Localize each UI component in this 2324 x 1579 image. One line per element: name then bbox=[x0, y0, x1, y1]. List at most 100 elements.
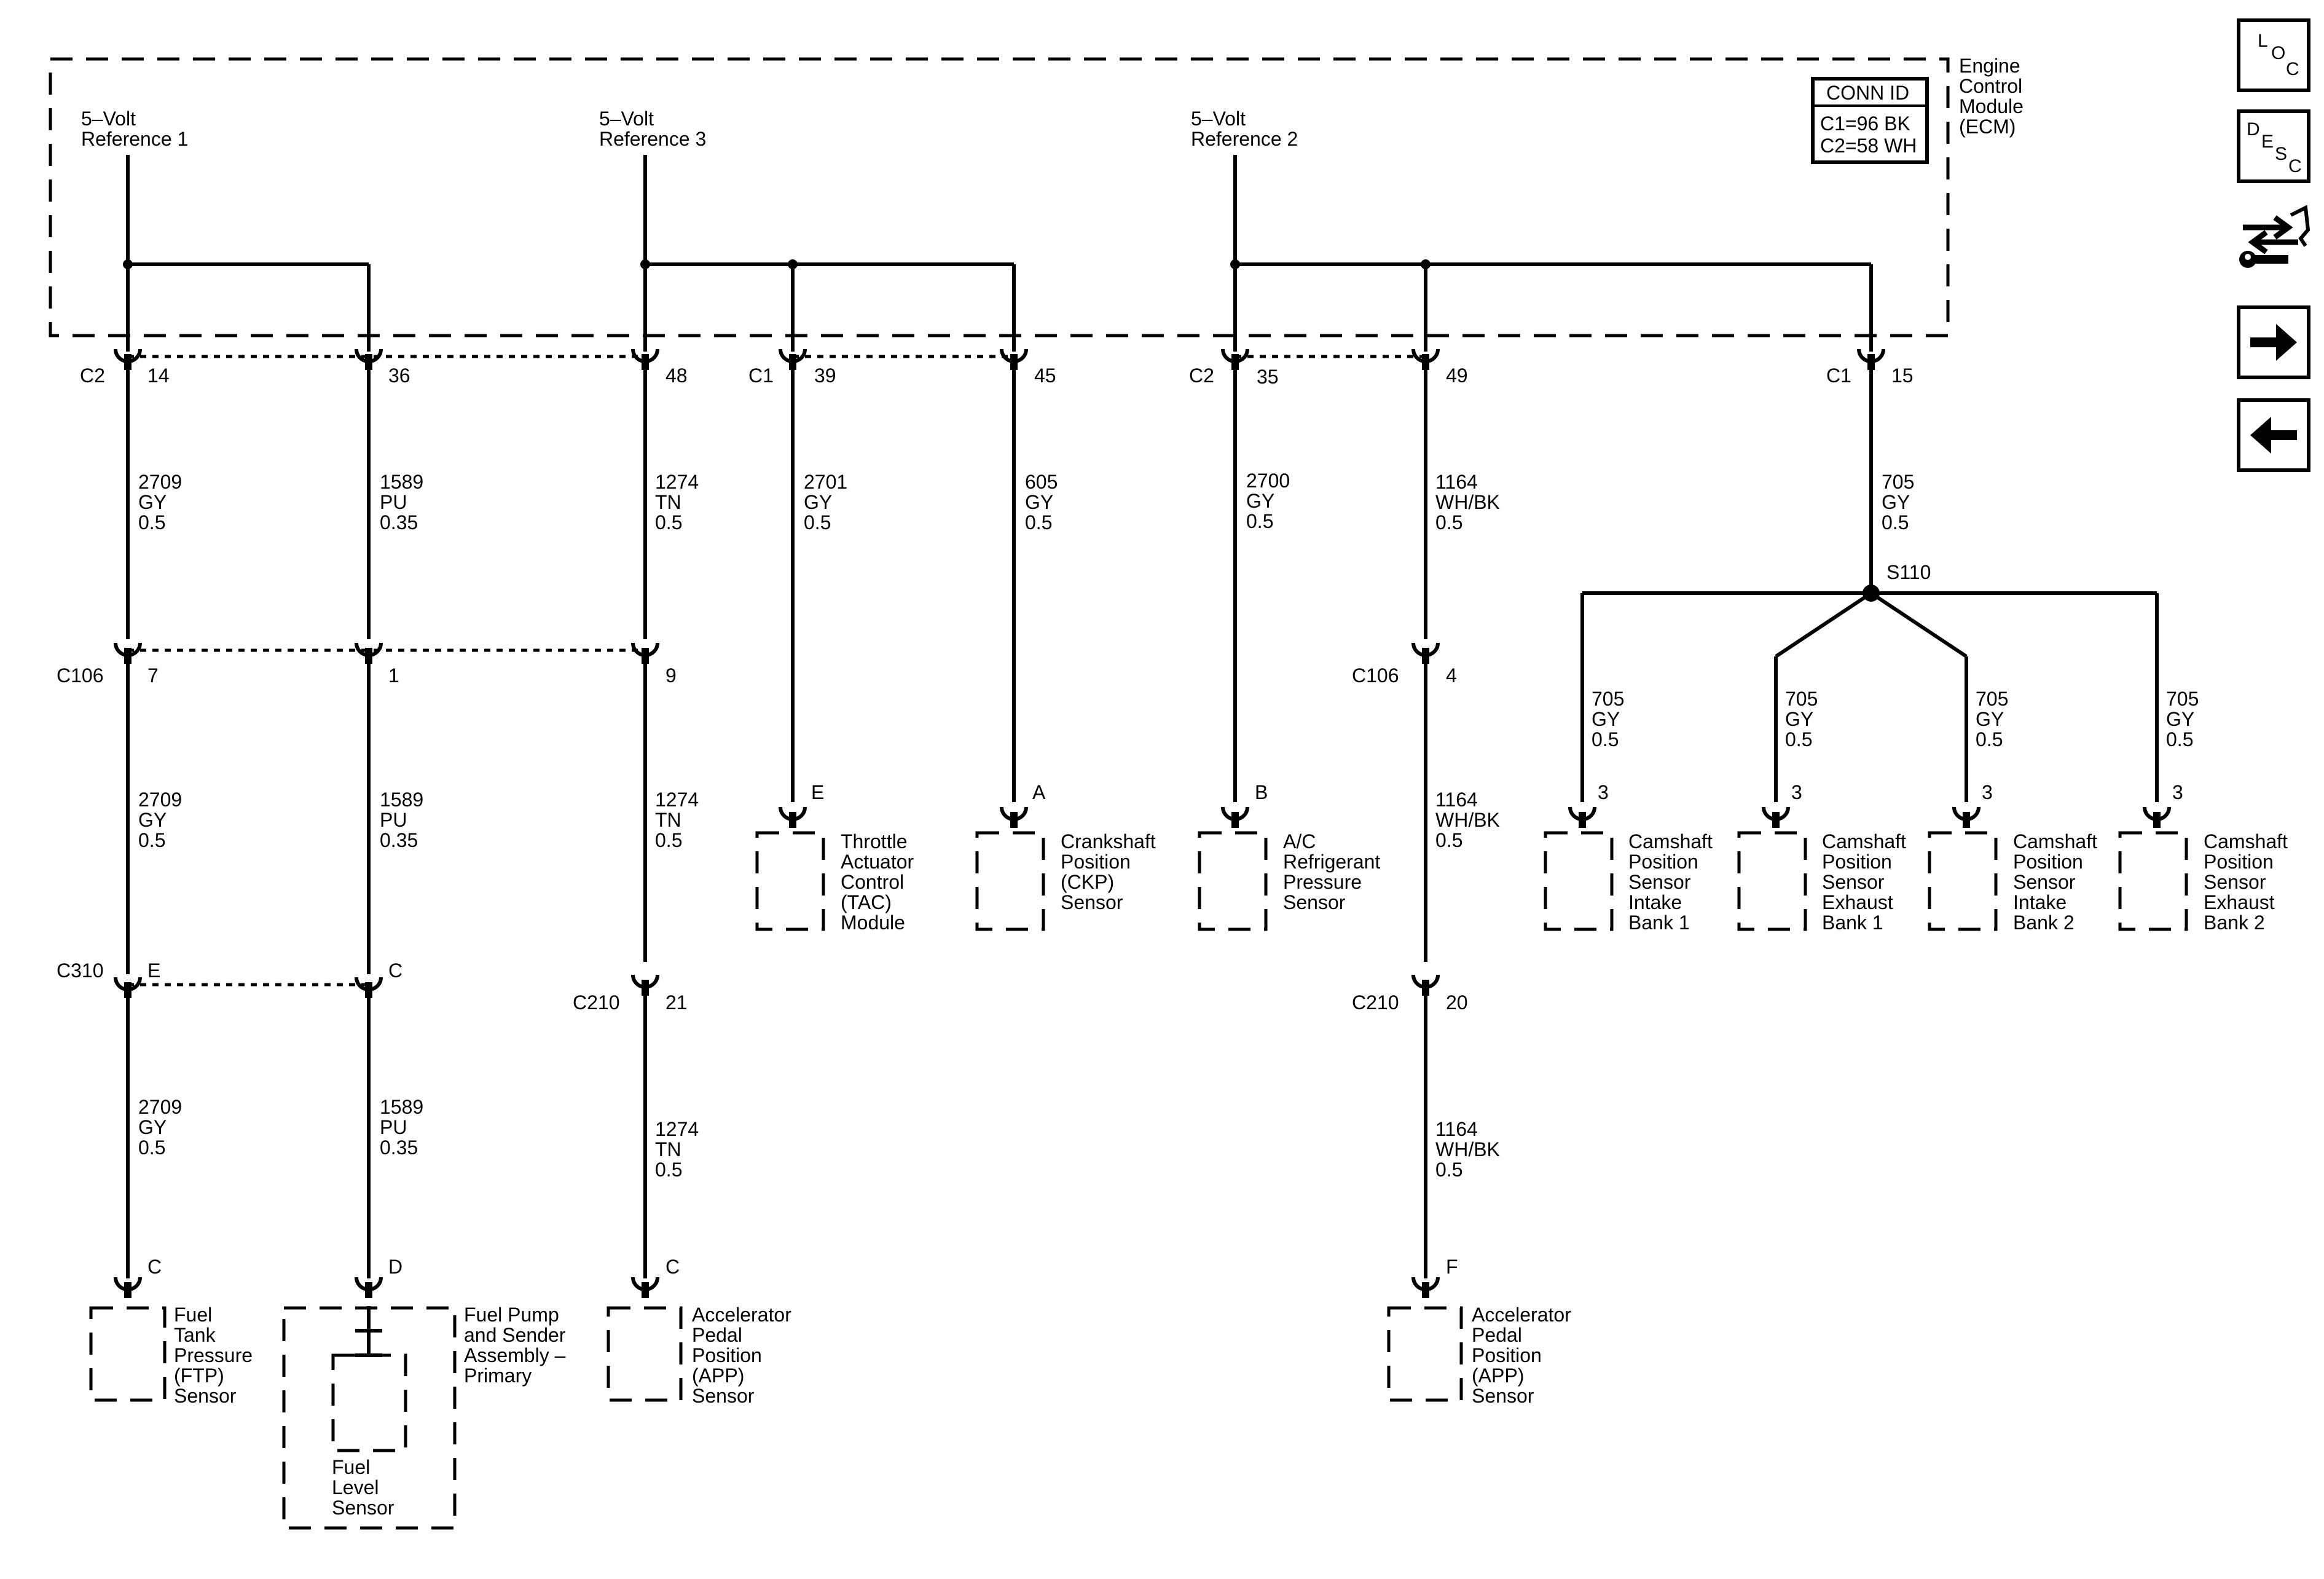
svg-text:3: 3 bbox=[2172, 781, 2183, 803]
splice-s110 bbox=[1863, 585, 1880, 602]
svg-text:0.5: 0.5 bbox=[1882, 511, 1909, 534]
svg-text:0.5: 0.5 bbox=[1435, 829, 1462, 851]
ecm-internal-wiring bbox=[123, 155, 1873, 352]
connector-c2-left: C2 bbox=[80, 364, 105, 387]
svg-text:E: E bbox=[811, 781, 824, 803]
svg-text:36: 36 bbox=[388, 364, 410, 387]
svg-text:Position: Position bbox=[1822, 851, 1892, 873]
svg-text:PU: PU bbox=[380, 809, 407, 831]
svg-text:Intake: Intake bbox=[1628, 891, 1682, 913]
connector-wrench-icon[interactable] bbox=[2237, 198, 2310, 278]
svg-text:0.5: 0.5 bbox=[138, 511, 165, 534]
svg-text:Tank: Tank bbox=[174, 1324, 216, 1346]
svg-text:E: E bbox=[147, 959, 160, 982]
svg-text:Control: Control bbox=[841, 871, 904, 893]
svg-text:TN: TN bbox=[655, 809, 681, 831]
svg-text:1589: 1589 bbox=[380, 1096, 423, 1118]
svg-text:2709: 2709 bbox=[138, 1096, 182, 1118]
svg-text:2700: 2700 bbox=[1246, 470, 1290, 492]
svg-text:0.5: 0.5 bbox=[1435, 1159, 1462, 1181]
connector-c1-right: C1 bbox=[1826, 364, 1851, 387]
svg-text:GY: GY bbox=[138, 809, 167, 831]
svg-text:0.5: 0.5 bbox=[655, 1159, 682, 1181]
previous-page-button[interactable] bbox=[2237, 398, 2310, 472]
svg-text:0.5: 0.5 bbox=[804, 511, 831, 534]
svg-text:GY: GY bbox=[1976, 708, 2004, 730]
svg-text:Sensor: Sensor bbox=[174, 1385, 237, 1407]
wire-labels: 2709GY0.51589PU0.351274TN0.52701GY0.5605… bbox=[138, 470, 2199, 1181]
svg-text:CONN ID: CONN ID bbox=[1826, 82, 1909, 104]
loc-button[interactable]: L O C bbox=[2237, 18, 2310, 92]
svg-text:Position: Position bbox=[2204, 851, 2274, 873]
svg-text:(APP): (APP) bbox=[1472, 1364, 1524, 1387]
svg-text:21: 21 bbox=[665, 991, 688, 1014]
svg-text:2709: 2709 bbox=[138, 789, 182, 811]
svg-text:Bank 2: Bank 2 bbox=[2013, 912, 2075, 934]
svg-text:Sensor: Sensor bbox=[332, 1497, 395, 1519]
svg-text:Bank 1: Bank 1 bbox=[1628, 912, 1690, 934]
svg-text:GY: GY bbox=[804, 491, 832, 513]
svg-text:9: 9 bbox=[665, 664, 677, 687]
svg-text:Pressure: Pressure bbox=[174, 1344, 253, 1366]
svg-text:Sensor: Sensor bbox=[1061, 891, 1123, 913]
svg-text:Position: Position bbox=[2013, 851, 2083, 873]
svg-text:35: 35 bbox=[1257, 366, 1279, 388]
svg-text:2709: 2709 bbox=[138, 471, 182, 493]
svg-text:0.5: 0.5 bbox=[655, 511, 682, 534]
svg-text:A: A bbox=[1032, 781, 1046, 803]
svg-text:705: 705 bbox=[1592, 688, 1624, 710]
svg-text:C: C bbox=[388, 959, 402, 982]
svg-text:PU: PU bbox=[380, 1116, 407, 1138]
svg-text:Reference 3: Reference 3 bbox=[599, 128, 706, 150]
svg-text:Camshaft: Camshaft bbox=[1628, 830, 1713, 853]
arrow-right-icon bbox=[2250, 324, 2297, 361]
svg-text:GY: GY bbox=[2166, 708, 2194, 730]
svg-text:Accelerator: Accelerator bbox=[692, 1304, 791, 1326]
svg-text:1274: 1274 bbox=[655, 471, 699, 493]
svg-text:Module: Module bbox=[1959, 95, 2024, 117]
svg-text:49: 49 bbox=[1446, 364, 1468, 387]
svg-text:Reference 2: Reference 2 bbox=[1191, 128, 1298, 150]
svg-text:0.5: 0.5 bbox=[2166, 728, 2193, 750]
svg-text:4: 4 bbox=[1446, 664, 1457, 687]
svg-text:7: 7 bbox=[147, 664, 159, 687]
svg-text:Sensor: Sensor bbox=[692, 1385, 755, 1407]
component-boxes bbox=[89, 831, 2188, 1530]
connector-c1-mid: C1 bbox=[748, 364, 774, 387]
svg-text:(FTP): (FTP) bbox=[174, 1364, 224, 1387]
ecm-box bbox=[49, 57, 1950, 337]
svg-text:WH/BK: WH/BK bbox=[1435, 491, 1500, 513]
svg-text:0.5: 0.5 bbox=[1025, 511, 1052, 534]
svg-text:A/C: A/C bbox=[1283, 830, 1316, 853]
svg-text:0.5: 0.5 bbox=[138, 1136, 165, 1159]
svg-text:GY: GY bbox=[1025, 491, 1053, 513]
svg-text:0.5: 0.5 bbox=[655, 829, 682, 851]
svg-text:C2=58 WH: C2=58 WH bbox=[1820, 135, 1917, 157]
svg-text:1164: 1164 bbox=[1435, 471, 1478, 493]
reference-3-label: 5–Volt Reference 3 bbox=[599, 108, 706, 150]
fuel-level-pin bbox=[355, 1306, 382, 1357]
svg-text:1164: 1164 bbox=[1435, 789, 1478, 811]
svg-text:Fuel Pump: Fuel Pump bbox=[464, 1304, 559, 1326]
svg-text:Exhaust: Exhaust bbox=[2204, 891, 2275, 913]
desc-button[interactable]: D E S C bbox=[2237, 109, 2310, 183]
svg-text:and Sender: and Sender bbox=[464, 1324, 566, 1346]
component-labels: ThrottleActuatorControl(TAC)ModuleCranks… bbox=[174, 830, 2288, 1519]
connector-c106-left: C106 bbox=[57, 664, 104, 687]
next-page-button[interactable] bbox=[2237, 305, 2310, 379]
svg-text:Camshaft: Camshaft bbox=[2204, 830, 2288, 853]
